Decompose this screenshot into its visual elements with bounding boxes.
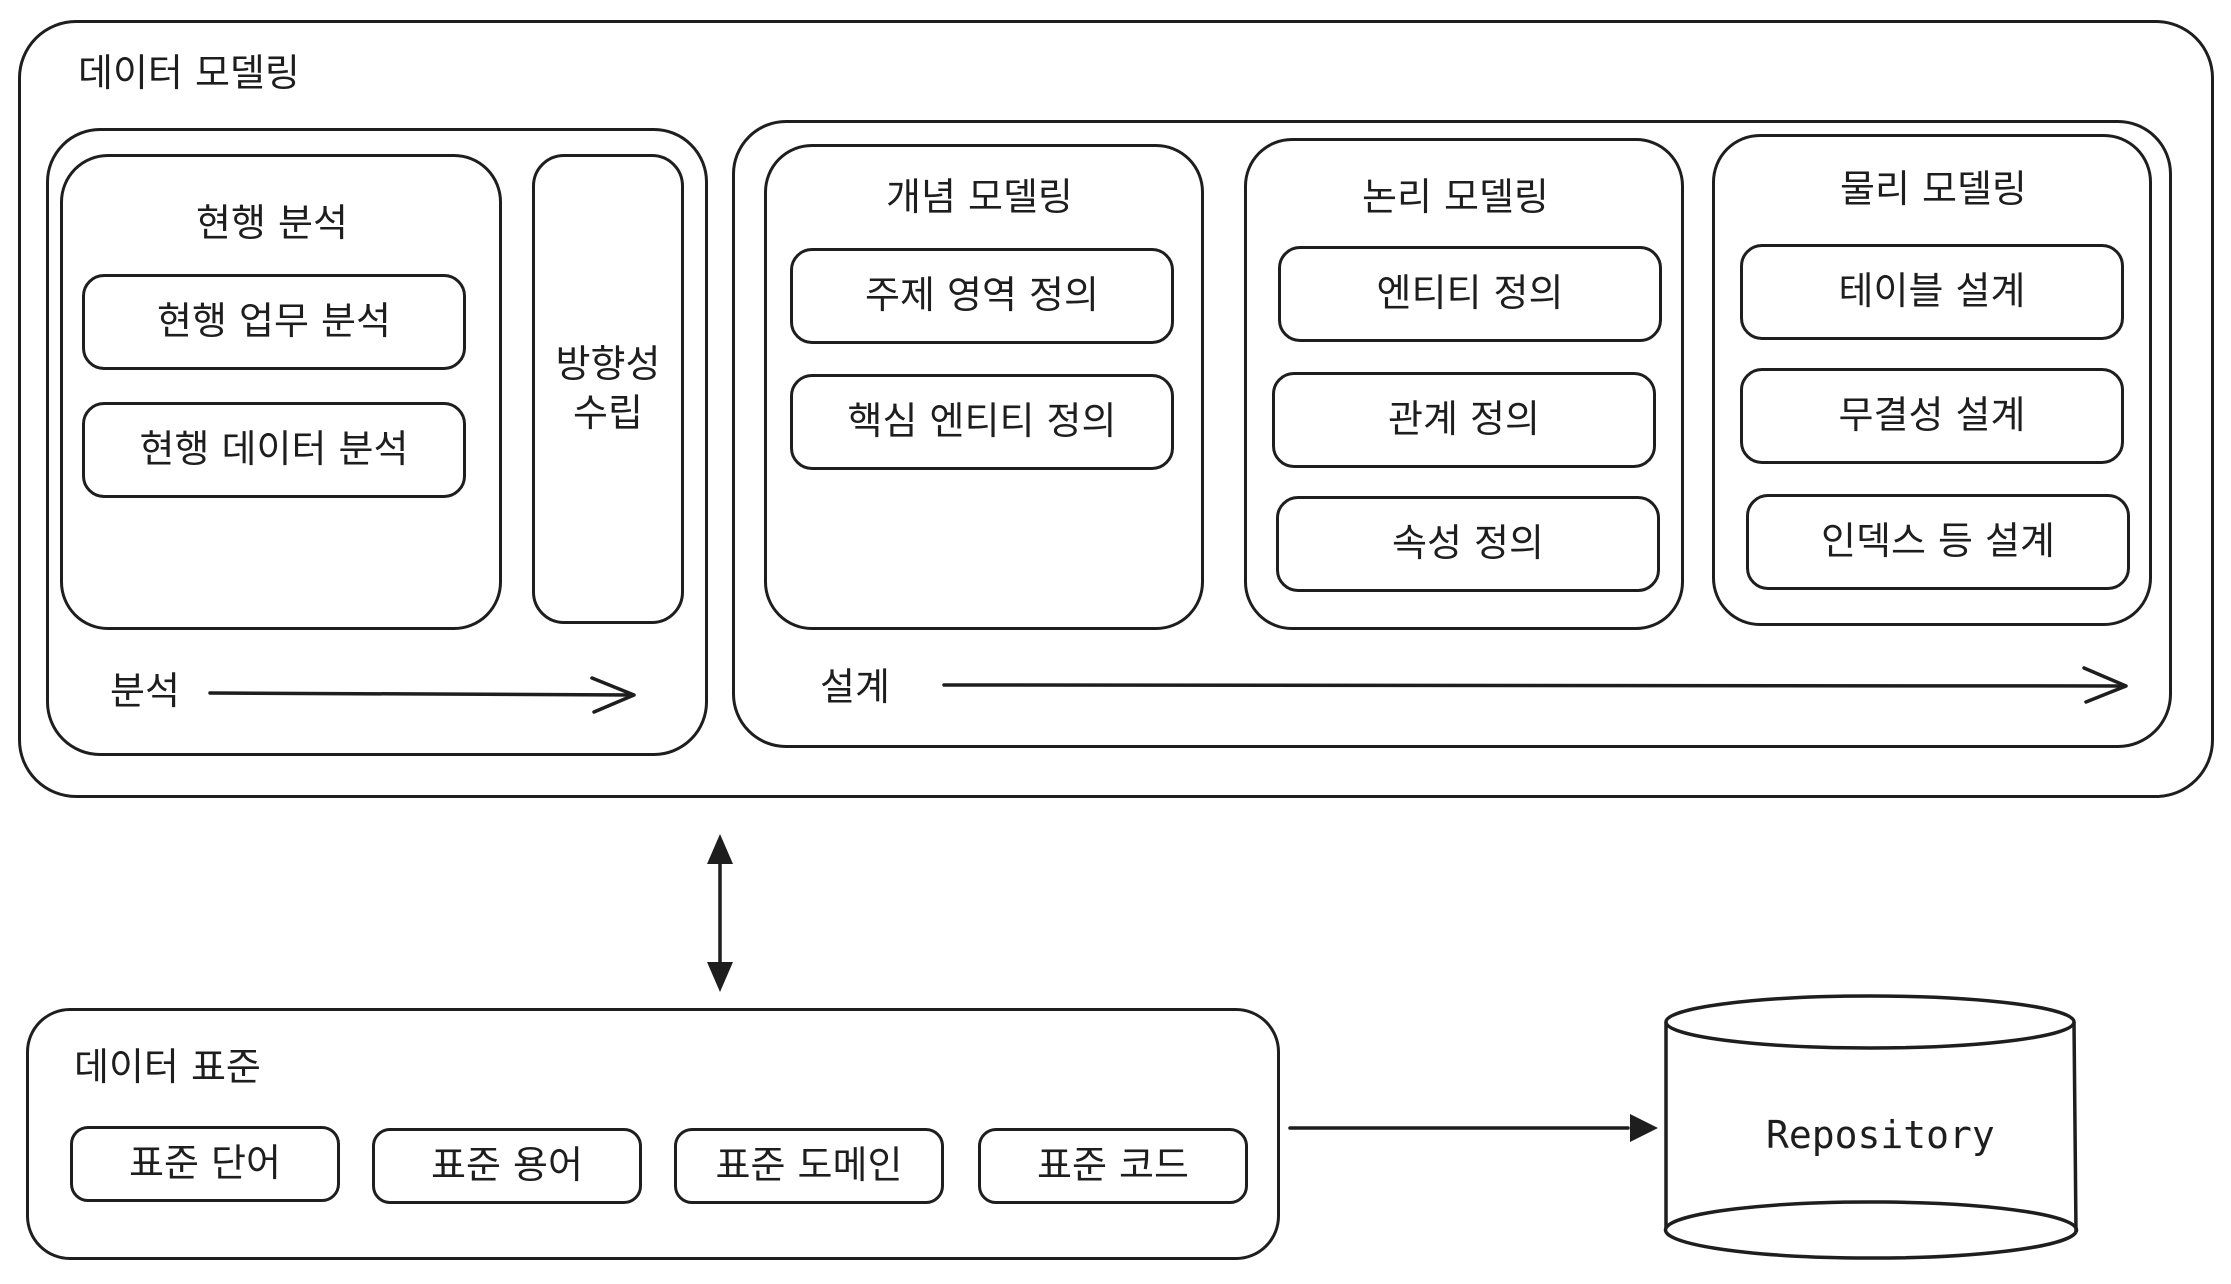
current-business-analysis-label: 현행 업무 분석 (157, 299, 391, 344)
standard-word: 표준 단어 (70, 1126, 340, 1202)
data-standards-container (26, 1008, 1280, 1260)
current-analysis-group (60, 154, 502, 630)
table-design: 테이블 설계 (1740, 244, 2124, 340)
table-design-label: 테이블 설계 (1838, 269, 2026, 314)
index-design: 인덱스 등 설계 (1746, 494, 2130, 590)
data-modeling-container (18, 20, 2214, 798)
data-modeling-title: 데이터 모델링 (78, 51, 300, 95)
core-entity-definition-label: 핵심 엔티티 정의 (847, 399, 1117, 444)
current-data-analysis-label: 현행 데이터 분석 (139, 427, 409, 472)
logical-modeling-title: 논리 모델링 (1362, 175, 1549, 219)
direction-setting-label: 방향성 수립 (555, 341, 661, 435)
current-business-analysis: 현행 업무 분석 (82, 274, 466, 370)
subject-area-definition: 주제 영역 정의 (790, 248, 1174, 344)
standard-domain-label: 표준 도메인 (715, 1143, 903, 1188)
current-data-analysis: 현행 데이터 분석 (82, 402, 466, 498)
entity-definition: 엔티티 정의 (1278, 246, 1662, 342)
conceptual-modeling-title: 개념 모델링 (886, 175, 1073, 219)
index-design-label: 인덱스 등 설계 (1821, 519, 2055, 564)
current-analysis-title: 현행 분석 (196, 201, 348, 245)
standard-term: 표준 용어 (372, 1128, 642, 1204)
physical-modeling-group (1712, 134, 2152, 626)
entity-definition-label: 엔티티 정의 (1376, 271, 1564, 316)
analysis-arrow-label: 분석 (110, 669, 180, 713)
integrity-design: 무결성 설계 (1740, 368, 2124, 464)
attribute-definition: 속성 정의 (1276, 496, 1660, 592)
analysis-panel (46, 128, 708, 756)
standard-word-label: 표준 단어 (129, 1141, 281, 1186)
integrity-design-label: 무결성 설계 (1838, 393, 2026, 438)
standards-to-repository-arrow (1288, 1114, 1658, 1142)
logical-modeling-group (1244, 138, 1684, 630)
direction-setting: 방향성 수립 (532, 154, 684, 624)
core-entity-definition: 핵심 엔티티 정의 (790, 374, 1174, 470)
standard-code: 표준 코드 (978, 1128, 1248, 1204)
data-standards-title: 데이터 표준 (74, 1045, 261, 1089)
conceptual-modeling-group (764, 144, 1204, 630)
repository-label: Repository (1766, 1113, 1995, 1157)
design-panel (732, 120, 2172, 748)
standard-term-label: 표준 용어 (431, 1143, 583, 1188)
attribute-definition-label: 속성 정의 (1392, 521, 1544, 566)
physical-modeling-title: 물리 모델링 (1840, 167, 2027, 211)
relationship-definition: 관계 정의 (1272, 372, 1656, 468)
bidirectional-arrow (707, 834, 733, 992)
design-arrow-label: 설계 (820, 665, 890, 709)
subject-area-definition-label: 주제 영역 정의 (865, 273, 1099, 318)
standard-domain: 표준 도메인 (674, 1128, 944, 1204)
relationship-definition-label: 관계 정의 (1388, 397, 1540, 442)
standard-code-label: 표준 코드 (1037, 1143, 1189, 1188)
